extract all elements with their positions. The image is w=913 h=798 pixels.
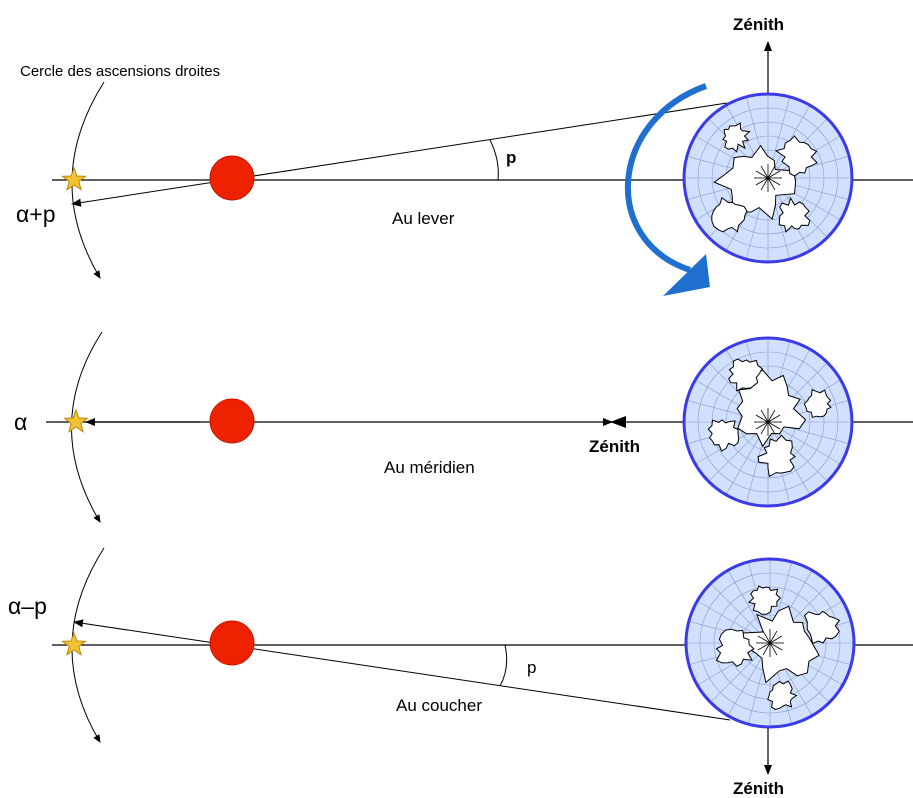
star-icon (61, 166, 87, 191)
star-label: α+p (16, 201, 56, 227)
panel-caption: Au coucher (396, 696, 482, 715)
zenith-label: Zénith (733, 779, 784, 798)
angle-label: p (527, 658, 536, 677)
panel-meridien: α Zénith Au méridien (14, 331, 913, 523)
panel-caption: Au méridien (384, 458, 475, 477)
sun-icon (209, 155, 255, 201)
zenith-label: Zénith (589, 437, 640, 456)
star-label: α (14, 409, 27, 435)
zenith-label: Zénith (733, 15, 784, 34)
globe-icon (682, 336, 854, 508)
zenith-arrow (610, 416, 626, 428)
sight-line (73, 619, 731, 721)
sun-icon (209, 398, 255, 444)
globe-icon (684, 557, 856, 729)
panel-caption: Au lever (392, 209, 455, 228)
panel-lever: p α+p Au lever Zénith (16, 15, 913, 296)
rotation-arrow-icon (625, 83, 710, 296)
sight-line (71, 102, 728, 207)
star-icon (63, 408, 89, 433)
panel-coucher: p α–p Au coucher Zénith (8, 547, 913, 798)
angle-arc (499, 644, 508, 687)
angle-arc (489, 139, 499, 181)
angle-label: p (506, 148, 516, 167)
diagram-title: Cercle des ascensions droites (20, 63, 220, 80)
globe-icon (682, 92, 854, 264)
star-icon (61, 631, 87, 656)
star-label: α–p (8, 593, 47, 619)
sun-icon (209, 620, 255, 666)
